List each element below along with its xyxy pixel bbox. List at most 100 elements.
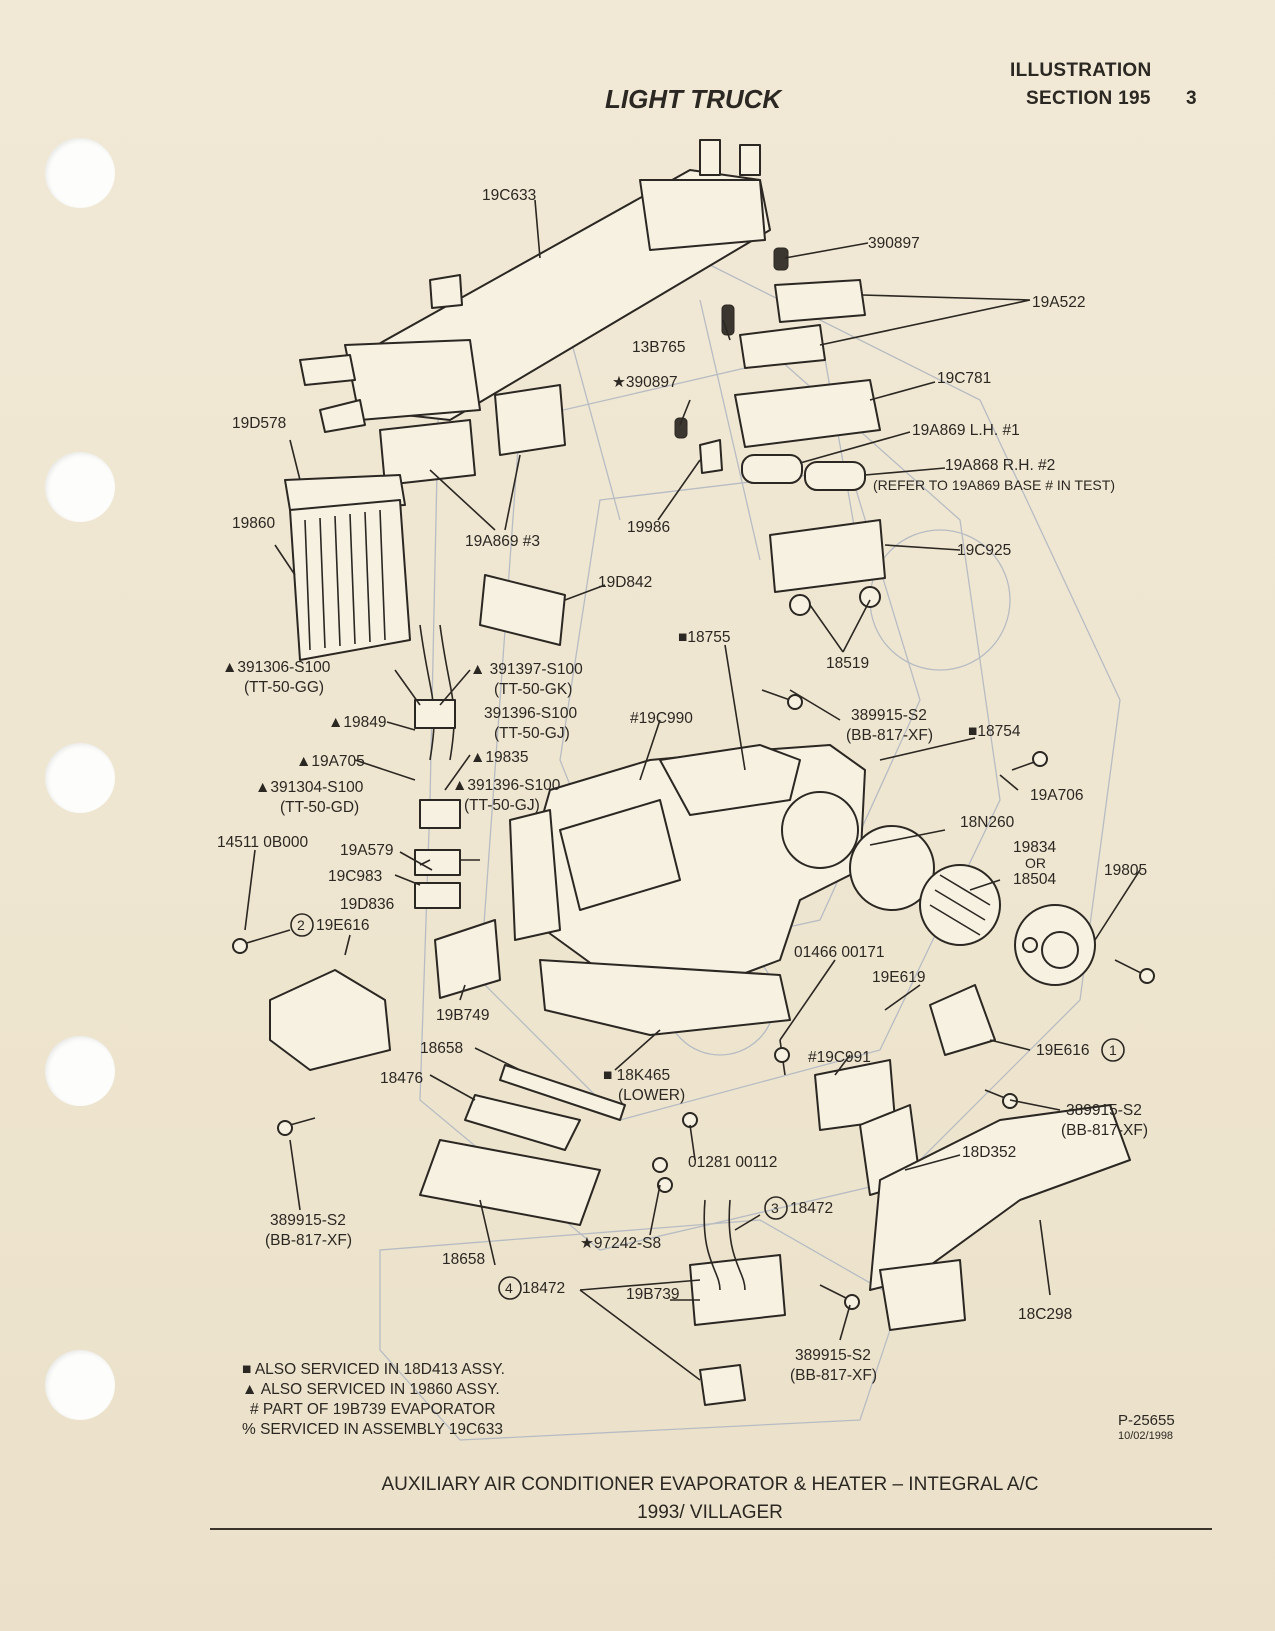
label-19B749: 19B749 <box>436 1007 489 1024</box>
label-19C991: #19C991 <box>808 1049 871 1066</box>
label-97242: ★97242-S8 <box>580 1235 661 1252</box>
section-number: SECTION 195 <box>1026 88 1151 109</box>
label-389915-b-code: (BB-817-XF) <box>1061 1122 1148 1139</box>
label-19C983: 19C983 <box>328 868 382 885</box>
label-19986: 19986 <box>627 519 670 536</box>
label-13B765: 13B765 <box>632 339 685 356</box>
page-number: 3 <box>1186 88 1197 109</box>
legend-line: # PART OF 19B739 EVAPORATOR <box>250 1401 496 1418</box>
binder-hole <box>45 1036 115 1106</box>
label-389915-a-code: (BB-817-XF) <box>846 727 933 744</box>
label-19E616-left-num: 2 <box>297 917 305 933</box>
binder-hole <box>45 743 115 813</box>
label-389915-d-code: (BB-817-XF) <box>790 1367 877 1384</box>
label-18476: 18476 <box>380 1070 423 1087</box>
bottom-rule <box>210 1528 1212 1530</box>
label-390897-star: ★390897 <box>612 374 678 391</box>
label-18472-4-num: 4 <box>505 1280 513 1296</box>
label-19C925: 19C925 <box>957 542 1011 559</box>
index-circle <box>498 1276 522 1300</box>
label-19D842: 19D842 <box>598 574 652 591</box>
label-389915-a: 389915-S2 <box>851 707 927 724</box>
label-19E616-right: 19E616 <box>1036 1042 1089 1059</box>
caption-model: 1993/ VILLAGER <box>637 1502 783 1523</box>
label-18K465: ■ 18K465 <box>603 1067 670 1084</box>
label-391306-code: (TT-50-GG) <box>244 679 324 696</box>
label-18755: ■18755 <box>678 629 730 646</box>
part-labels: 19C633 390897 19A522 13B765 ★390897 19C7… <box>217 187 1148 1384</box>
legend-line: ▲ ALSO SERVICED IN 19860 ASSY. <box>242 1381 500 1398</box>
label-18472-4: 18472 <box>522 1280 565 1297</box>
legend-line: ■ ALSO SERVICED IN 18D413 ASSY. <box>242 1361 505 1378</box>
label-18C298: 18C298 <box>1018 1306 1072 1323</box>
label-19A869-3: 19A869 #3 <box>465 533 540 550</box>
label-18754: ■18754 <box>968 723 1021 740</box>
section-label: ILLUSTRATION <box>1010 60 1152 81</box>
label-18N260: 18N260 <box>960 814 1015 831</box>
label-01281: 01281 00112 <box>688 1154 777 1171</box>
heater-core-19860 <box>284 474 566 909</box>
label-19A705: ▲19A705 <box>296 753 365 770</box>
binder-hole <box>45 1350 115 1420</box>
label-19860: 19860 <box>232 515 275 532</box>
binder-hole <box>45 452 115 522</box>
label-19E616-left: 19E616 <box>316 917 369 934</box>
index-circle <box>764 1196 788 1220</box>
label-19A868-rh: 19A868 R.H. #2 <box>945 457 1055 474</box>
label-389915-c-code: (BB-817-XF) <box>265 1232 352 1249</box>
label-19A579: 19A579 <box>340 842 393 859</box>
label-19A522: 19A522 <box>1032 294 1085 311</box>
label-391396-b-code: (TT-50-GJ) <box>464 797 540 814</box>
legend-line: % SERVICED IN ASSEMBLY 19C633 <box>242 1421 504 1438</box>
label-18472-3-num: 3 <box>771 1200 779 1216</box>
label-391304-code: (TT-50-GD) <box>280 799 359 816</box>
label-19D578: 19D578 <box>232 415 286 432</box>
label-01466: 01466 00171 <box>794 944 885 961</box>
label-389915-c: 389915-S2 <box>270 1212 346 1229</box>
label-391397: ▲ 391397-S100 <box>470 661 583 678</box>
drawing-date: 10/02/1998 <box>1118 1430 1174 1442</box>
label-391304: ▲391304-S100 <box>255 779 364 796</box>
label-391306: ▲391306-S100 <box>222 659 331 676</box>
label-390897: 390897 <box>868 235 920 252</box>
label-19C633: 19C633 <box>482 187 536 204</box>
label-18658-bottom: 18658 <box>442 1251 485 1268</box>
label-19A868-note: (REFER TO 19A869 BASE # IN TEST) <box>873 477 1115 493</box>
label-18658-top: 18658 <box>420 1040 463 1057</box>
label-19E619: 19E619 <box>872 969 925 986</box>
linkage-parts <box>674 247 886 616</box>
label-19849: ▲19849 <box>328 714 386 731</box>
label-391397-code: (TT-50-GK) <box>494 681 572 698</box>
drawing-code: P-25655 <box>1118 1412 1175 1429</box>
caption-title: AUXILIARY AIR CONDITIONER EVAPORATOR & H… <box>381 1474 1039 1495</box>
index-circle <box>290 913 314 937</box>
label-19835: ▲19835 <box>470 749 528 766</box>
label-19C781: 19C781 <box>937 370 991 387</box>
label-18504: 18504 <box>1013 871 1056 888</box>
label-389915-d: 389915-S2 <box>795 1347 871 1364</box>
binder-hole <box>45 138 115 208</box>
label-19A869-lh: 19A869 L.H. #1 <box>912 422 1020 439</box>
label-19E616-right-num: 1 <box>1109 1042 1117 1058</box>
label-19834-or: OR <box>1025 855 1046 871</box>
duct-19C633 <box>299 139 771 486</box>
label-391396-a: 391396-S100 <box>484 705 577 722</box>
legend: ■ ALSO SERVICED IN 18D413 ASSY. ▲ ALSO S… <box>242 1360 505 1440</box>
blower-case <box>269 744 1131 1406</box>
label-14511: 14511 0B000 <box>217 834 308 851</box>
label-18519: 18519 <box>826 655 869 672</box>
label-18K465-lower: (LOWER) <box>618 1087 685 1104</box>
label-18D352: 18D352 <box>962 1144 1016 1161</box>
leader-lines <box>244 199 1141 1381</box>
label-389915-b: 389915-S2 <box>1066 1102 1142 1119</box>
label-391396-b: ▲391396-S100 <box>452 777 561 794</box>
label-19C990: #19C990 <box>630 710 693 727</box>
label-19805: 19805 <box>1104 862 1147 879</box>
fasteners <box>232 689 1155 1310</box>
label-391396-a-code: (TT-50-GJ) <box>494 725 570 742</box>
label-18472-3: 18472 <box>790 1200 833 1217</box>
label-19A706: 19A706 <box>1030 787 1083 804</box>
index-circle <box>1101 1038 1125 1062</box>
